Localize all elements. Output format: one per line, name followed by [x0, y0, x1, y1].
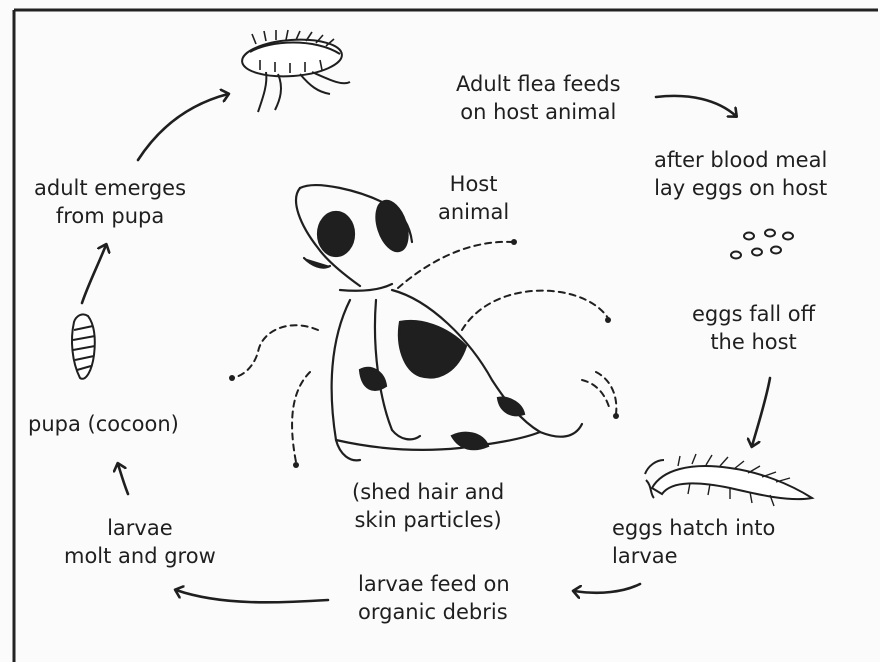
label-line: from pupa	[34, 202, 186, 230]
arrow-feed-to-molt	[176, 590, 328, 602]
eggs-icon	[731, 230, 793, 259]
arrow-molt-to-pupa	[118, 464, 128, 494]
label-adult-feeds: Adult flea feeds on host animal	[456, 70, 621, 126]
label-eggs-hatch: eggs hatch into larvae	[612, 514, 775, 570]
label-eggs-fall: eggs fall off the host	[692, 300, 815, 356]
arrow-hatch-to-feed	[574, 584, 640, 593]
label-pupa: pupa (cocoon)	[28, 410, 179, 438]
label-host-animal: Host animal	[438, 170, 509, 226]
arrow-feed-to-lay	[656, 96, 736, 116]
arrow-pupa-to-adult	[82, 245, 106, 303]
label-larvae-molt: larvae molt and grow	[64, 514, 216, 570]
label-line: larvae	[612, 542, 775, 570]
label-line: on host animal	[456, 98, 621, 126]
dog-illustration	[296, 185, 582, 460]
label-line: (shed hair and	[352, 478, 504, 506]
larva-icon	[645, 454, 812, 506]
pupa-icon	[72, 314, 95, 378]
arrow-fall-to-hatch	[752, 378, 770, 446]
label-line: Adult flea feeds	[456, 70, 621, 98]
label-line: animal	[438, 198, 509, 226]
label-larvae-feed: larvae feed on organic debris	[358, 570, 510, 626]
label-line: molt and grow	[64, 542, 216, 570]
label-shed-hair: (shed hair and skin particles)	[352, 478, 504, 534]
label-line: lay eggs on host	[654, 174, 827, 202]
label-adult-emerges: adult emerges from pupa	[34, 174, 186, 230]
label-line: eggs fall off	[692, 300, 815, 328]
label-line: pupa (cocoon)	[28, 410, 179, 438]
label-lay-eggs: after blood meal lay eggs on host	[654, 146, 827, 202]
label-line: larvae	[64, 514, 216, 542]
label-line: after blood meal	[654, 146, 827, 174]
label-line: skin particles)	[352, 506, 504, 534]
flea-icon	[241, 30, 350, 112]
label-line: organic debris	[358, 598, 510, 626]
label-line: the host	[692, 328, 815, 356]
label-line: adult emerges	[34, 174, 186, 202]
label-line: eggs hatch into	[612, 514, 775, 542]
arrow-emerge-to-flea	[138, 94, 228, 160]
label-line: Host	[438, 170, 509, 198]
label-line: larvae feed on	[358, 570, 510, 598]
